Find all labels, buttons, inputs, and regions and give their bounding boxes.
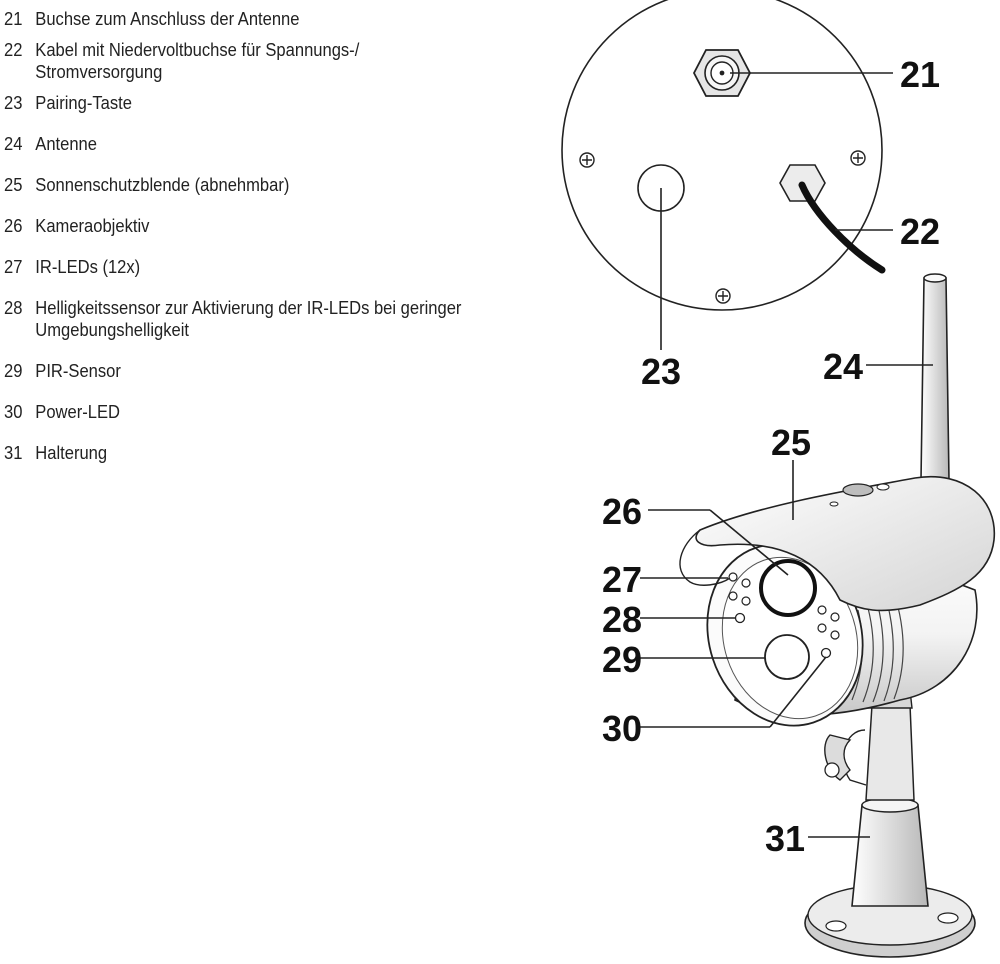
cable-icon xyxy=(779,164,886,274)
camera-lens-icon xyxy=(759,559,817,617)
screw-icon xyxy=(850,150,866,166)
antenna-socket-icon xyxy=(692,49,752,97)
callout-25: 25 xyxy=(771,422,811,463)
callout-24: 24 xyxy=(823,346,863,387)
legend-text: Power-LED xyxy=(35,402,120,422)
power-led-icon xyxy=(820,647,832,659)
screw-icon xyxy=(715,288,731,304)
callout-31: 31 xyxy=(765,818,805,859)
callout-30: 30 xyxy=(602,708,642,749)
legend-item-28: 28 Helligkeitssensor zur Aktivierung der… xyxy=(4,297,519,341)
legend-item-22: 22 Kabel mit Niedervoltbuchse für Spannu… xyxy=(4,39,519,83)
mount-bracket-icon xyxy=(804,689,976,958)
legend-text: Halterung xyxy=(35,443,108,463)
leader-line-26b xyxy=(709,509,789,576)
leader-line-30b xyxy=(769,656,827,728)
legend-item-30: 30 Power-LED xyxy=(4,401,519,423)
callout-29: 29 xyxy=(602,639,642,680)
legend-number: 26 xyxy=(4,216,23,236)
brightness-sensor-icon xyxy=(734,612,746,624)
legend-list: 21 Buchse zum Anschluss der Antenne 22 K… xyxy=(4,8,519,464)
legend-number: 21 xyxy=(4,9,23,29)
legend-item-21: 21 Buchse zum Anschluss der Antenne xyxy=(4,8,519,30)
legend-number: 27 xyxy=(4,257,23,277)
legend-number: 30 xyxy=(4,402,23,422)
legend-text: Pairing-Taste xyxy=(35,93,132,113)
antenna-icon xyxy=(920,273,950,481)
legend-number: 28 xyxy=(4,298,23,318)
rear-plate xyxy=(561,0,886,311)
legend-item-31: 31 Halterung xyxy=(4,442,519,464)
legend-item-26: 26 Kameraobjektiv xyxy=(4,215,519,237)
legend-text: IR-LEDs (12x) xyxy=(35,257,141,277)
pir-sensor-icon xyxy=(764,634,810,680)
legend-text: Antenne xyxy=(35,134,97,154)
callout-26: 26 xyxy=(602,491,642,532)
callout-27: 27 xyxy=(602,559,642,600)
legend-text: Helligkeitssensor zur Aktivierung der IR… xyxy=(35,298,462,340)
callout-21: 21 xyxy=(900,54,940,95)
legend-item-29: 29 PIR-Sensor xyxy=(4,360,519,382)
legend-number: 23 xyxy=(4,93,23,113)
legend-number: 22 xyxy=(4,40,23,60)
legend-text: Kameraobjektiv xyxy=(35,216,150,236)
legend-number: 29 xyxy=(4,361,23,381)
legend-text: PIR-Sensor xyxy=(35,361,121,381)
legend-item-24: 24 Antenne xyxy=(4,133,519,155)
legend-item-23: 23 Pairing-Taste xyxy=(4,92,519,114)
legend-text: Kabel mit Niedervoltbuchse für Spannungs… xyxy=(35,40,360,82)
legend-number: 24 xyxy=(4,134,23,154)
ir-led-icon xyxy=(728,572,840,640)
legend-text: Buchse zum Anschluss der Antenne xyxy=(35,9,300,29)
legend-number: 31 xyxy=(4,443,23,463)
legend-item-27: 27 IR-LEDs (12x) xyxy=(4,256,519,278)
camera-body xyxy=(679,475,996,727)
screw-icon xyxy=(579,152,595,168)
callout-28: 28 xyxy=(602,599,642,640)
callout-23: 23 xyxy=(641,351,681,392)
legend-text: Sonnenschutzblende (abnehmbar) xyxy=(35,175,290,195)
callout-22: 22 xyxy=(900,211,940,252)
legend-item-25: 25 Sonnenschutzblende (abnehmbar) xyxy=(4,174,519,196)
legend-number: 25 xyxy=(4,175,23,195)
